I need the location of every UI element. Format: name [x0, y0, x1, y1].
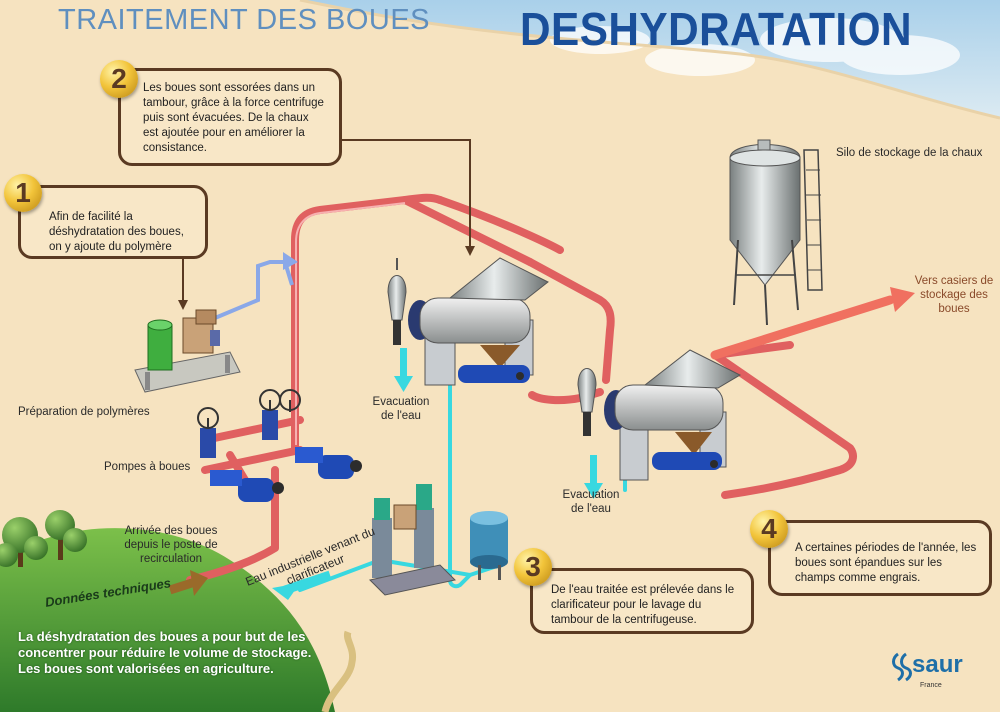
- water-arrows: [272, 348, 603, 600]
- polymer-pipe: [214, 260, 294, 320]
- step-3-badge: 3: [514, 548, 552, 586]
- label-water-out-1: Evacuation de l'eau: [372, 396, 430, 422]
- brand-subtitle: France: [920, 682, 942, 689]
- landscape-line: [299, 0, 1000, 120]
- step-1-box: Afin de facilité la déshydratation des b…: [18, 185, 208, 259]
- page-title: DESHYDRATATION: [520, 3, 913, 55]
- label-water-out-2: Evacuation de l'eau: [562, 489, 620, 515]
- step-3-text: De l'eau traitée est prélevée dans le cl…: [551, 584, 735, 626]
- step-1-badge: 1: [4, 174, 42, 212]
- polymer-unit: [134, 309, 241, 393]
- step-4-box: A certaines périodes de l'année, les bou…: [768, 520, 992, 596]
- label-polymer-prep: Préparation de polymères: [18, 406, 150, 418]
- label-to-storage: Vers casiers de stockage des boues: [914, 275, 994, 315]
- trees: [0, 510, 87, 567]
- step-4-text: A certaines périodes de l'année, les bou…: [795, 542, 977, 584]
- label-sludge-arrival: Arrivée des boues depuis le poste de rec…: [124, 525, 218, 565]
- sludge-pipes: [186, 193, 857, 584]
- sludge-pumps: [197, 389, 362, 502]
- step-2-text: Les boues sont essorées dans un tambour,…: [143, 82, 324, 154]
- label-lime-silo: Silo de stockage de la chaux: [836, 147, 983, 159]
- lime-silo: [729, 139, 823, 326]
- cyclone-2: [577, 368, 597, 436]
- arrival-arrow: [168, 570, 208, 596]
- path-road: [321, 630, 357, 712]
- label-sludge-pumps: Pompes à boues: [104, 461, 191, 473]
- step-3-box: De l'eau traitée est prélevée dans le cl…: [530, 568, 754, 634]
- technical-text: La déshydratation des boues a pour but d…: [18, 629, 312, 676]
- step-2-box: Les boues sont essorées dans un tambour,…: [118, 68, 342, 166]
- step-2-badge: 2: [100, 60, 138, 98]
- water-tank: [470, 511, 508, 580]
- green-hill: [0, 528, 335, 712]
- section-title: TRAITEMENT DES BOUES: [58, 4, 431, 36]
- logo-icon: [892, 652, 912, 682]
- cyclone-1: [387, 258, 407, 345]
- centrifuge-2: [604, 349, 742, 481]
- centrifuge-1: [408, 257, 549, 386]
- callout-connectors: [182, 139, 471, 305]
- wash-pumps: [368, 484, 457, 596]
- pipe-highlight: [295, 202, 406, 445]
- step-4-badge: 4: [750, 510, 788, 548]
- storage-arrow: [710, 287, 915, 360]
- connector-arrowheads: [178, 246, 475, 310]
- step-1-text: Afin de facilité la déshydratation des b…: [49, 211, 184, 253]
- brand-logo: saur: [912, 651, 963, 678]
